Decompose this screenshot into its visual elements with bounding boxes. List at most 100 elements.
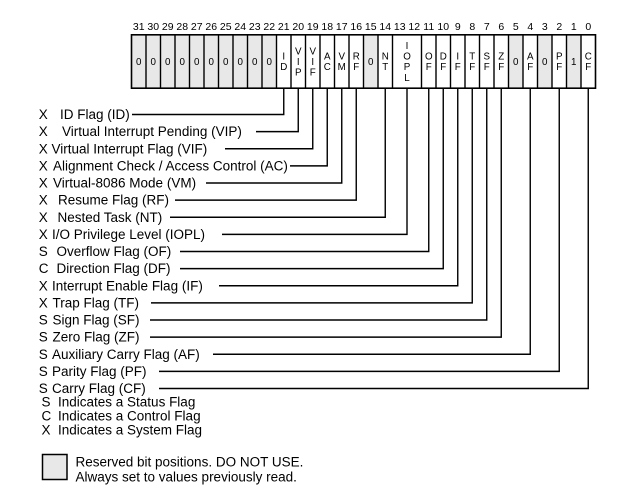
- svg-text:S: S: [39, 244, 48, 259]
- svg-text:X: X: [39, 124, 48, 139]
- svg-text:Resume Flag (RF): Resume Flag (RF): [58, 193, 169, 208]
- svg-text:F: F: [484, 62, 490, 73]
- svg-text:0: 0: [368, 57, 374, 68]
- svg-text:Virtual-8086 Mode (VM): Virtual-8086 Mode (VM): [53, 176, 196, 191]
- svg-text:8: 8: [469, 21, 475, 33]
- svg-text:19: 19: [307, 21, 319, 33]
- svg-text:5: 5: [513, 21, 519, 33]
- svg-text:0: 0: [180, 57, 186, 68]
- svg-text:7: 7: [484, 21, 490, 33]
- svg-text:C: C: [585, 52, 592, 63]
- svg-text:V: V: [295, 46, 302, 57]
- svg-text:S: S: [42, 394, 51, 409]
- svg-text:Parity Flag (PF): Parity Flag (PF): [52, 364, 147, 379]
- svg-text:D: D: [440, 52, 447, 63]
- svg-text:15: 15: [365, 21, 377, 33]
- svg-text:L: L: [404, 73, 410, 84]
- svg-text:T: T: [469, 52, 475, 63]
- svg-text:P: P: [556, 52, 563, 63]
- svg-text:ID Flag (ID): ID Flag (ID): [60, 107, 130, 122]
- svg-text:0: 0: [252, 57, 258, 68]
- svg-text:C: C: [42, 408, 52, 423]
- svg-text:10: 10: [437, 21, 449, 33]
- svg-text:Auxiliary Carry Flag (AF): Auxiliary Carry Flag (AF): [52, 347, 200, 362]
- svg-text:F: F: [310, 68, 316, 79]
- svg-text:11: 11: [423, 21, 434, 33]
- svg-text:F: F: [426, 62, 432, 73]
- svg-text:S: S: [39, 313, 48, 328]
- svg-text:27: 27: [191, 21, 203, 33]
- svg-text:X: X: [39, 227, 48, 242]
- svg-text:X: X: [39, 193, 48, 208]
- svg-text:30: 30: [147, 21, 159, 33]
- svg-text:Z: Z: [498, 52, 504, 63]
- svg-text:S: S: [483, 52, 490, 63]
- svg-text:I: I: [406, 41, 409, 52]
- svg-text:P: P: [404, 62, 411, 73]
- svg-text:V: V: [309, 46, 316, 57]
- svg-text:X: X: [39, 158, 48, 173]
- svg-text:17: 17: [336, 21, 348, 33]
- svg-text:26: 26: [205, 21, 217, 33]
- svg-text:12: 12: [408, 21, 420, 33]
- svg-text:F: F: [498, 62, 504, 73]
- svg-text:0: 0: [194, 57, 200, 68]
- svg-text:X: X: [39, 107, 48, 122]
- svg-text:O: O: [425, 52, 433, 63]
- svg-text:Trap Flag (TF): Trap Flag (TF): [53, 295, 140, 310]
- svg-text:Interrupt Enable Flag (IF): Interrupt Enable Flag (IF): [52, 278, 203, 293]
- svg-text:T: T: [382, 62, 388, 73]
- svg-text:1: 1: [571, 57, 576, 68]
- svg-text:N: N: [382, 52, 389, 63]
- svg-text:Reserved bit positions. DO NOT: Reserved bit positions. DO NOT USE.: [76, 455, 304, 470]
- svg-text:X: X: [39, 210, 48, 225]
- svg-text:Virtual Interrupt Flag (VIF): Virtual Interrupt Flag (VIF): [52, 141, 208, 156]
- svg-text:I: I: [297, 57, 300, 68]
- svg-text:Indicates a Control Flag: Indicates a Control Flag: [58, 408, 201, 423]
- svg-text:6: 6: [498, 21, 504, 33]
- svg-text:C: C: [39, 261, 49, 276]
- svg-text:0: 0: [165, 57, 171, 68]
- svg-text:1: 1: [571, 21, 577, 33]
- svg-text:Overflow Flag (OF): Overflow Flag (OF): [57, 244, 172, 259]
- svg-text:I: I: [282, 52, 285, 63]
- svg-text:I: I: [456, 52, 459, 63]
- svg-text:D: D: [280, 62, 287, 73]
- svg-text:P: P: [295, 68, 302, 79]
- svg-text:3: 3: [542, 21, 548, 33]
- svg-text:0: 0: [238, 57, 244, 68]
- svg-text:Virtual Interrupt Pending (VIP: Virtual Interrupt Pending (VIP): [62, 124, 242, 139]
- svg-text:22: 22: [263, 21, 275, 33]
- svg-text:I: I: [311, 57, 314, 68]
- svg-text:R: R: [353, 52, 360, 63]
- svg-text:M: M: [338, 62, 346, 73]
- svg-text:F: F: [455, 62, 461, 73]
- svg-text:24: 24: [234, 21, 246, 33]
- svg-text:X: X: [39, 176, 48, 191]
- svg-text:F: F: [353, 62, 359, 73]
- svg-text:F: F: [469, 62, 475, 73]
- svg-text:0: 0: [223, 57, 229, 68]
- svg-text:X: X: [39, 295, 48, 310]
- svg-text:20: 20: [292, 21, 304, 33]
- svg-text:S: S: [39, 364, 48, 379]
- svg-text:0: 0: [542, 57, 548, 68]
- svg-text:23: 23: [249, 21, 261, 33]
- svg-text:X: X: [42, 422, 51, 437]
- svg-text:F: F: [556, 62, 562, 73]
- svg-text:0: 0: [585, 21, 591, 33]
- svg-text:I/O Privilege Level (IOPL): I/O Privilege Level (IOPL): [52, 227, 205, 242]
- svg-text:A: A: [324, 52, 331, 63]
- svg-text:0: 0: [209, 57, 215, 68]
- svg-text:18: 18: [321, 21, 333, 33]
- svg-text:V: V: [338, 52, 345, 63]
- svg-text:O: O: [403, 52, 411, 63]
- svg-text:16: 16: [350, 21, 362, 33]
- svg-text:2: 2: [556, 21, 562, 33]
- svg-text:29: 29: [162, 21, 174, 33]
- svg-text:31: 31: [133, 21, 145, 33]
- svg-text:Sign Flag (SF): Sign Flag (SF): [53, 313, 140, 328]
- svg-text:4: 4: [527, 21, 533, 33]
- svg-text:X: X: [39, 141, 48, 156]
- svg-text:0: 0: [513, 57, 519, 68]
